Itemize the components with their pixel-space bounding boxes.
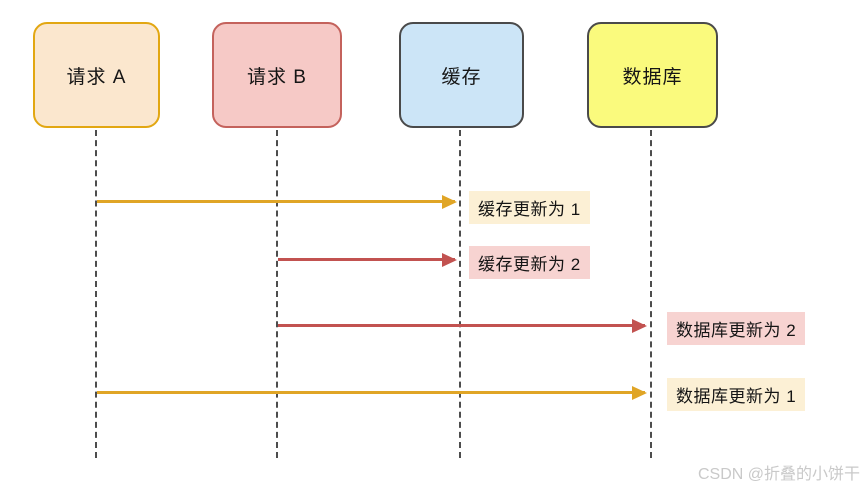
lifeline-request-b bbox=[276, 130, 278, 458]
actor-database: 数据库 bbox=[587, 22, 718, 128]
arrow-request-a-to-database bbox=[97, 391, 645, 394]
arrow-request-b-to-cache bbox=[278, 258, 455, 261]
actor-database-label: 数据库 bbox=[622, 66, 683, 88]
lifeline-request-a bbox=[95, 130, 97, 458]
arrow-request-a-to-cache bbox=[97, 200, 455, 203]
message-label-database-update-2: 数据库更新为 2 bbox=[667, 312, 806, 345]
lifeline-cache bbox=[459, 130, 461, 458]
actor-request-a: 请求 A bbox=[33, 22, 160, 128]
message-label-cache-update-1: 缓存更新为 1 bbox=[469, 191, 590, 224]
arrow-request-b-to-database bbox=[278, 324, 645, 327]
lifeline-database bbox=[650, 130, 652, 458]
message-label-database-update-1: 数据库更新为 1 bbox=[667, 378, 806, 411]
actor-request-b: 请求 B bbox=[212, 22, 342, 128]
actor-cache: 缓存 bbox=[399, 22, 524, 128]
actor-request-b-label: 请求 B bbox=[247, 66, 307, 88]
actor-cache-label: 缓存 bbox=[441, 66, 482, 88]
csdn-watermark: CSDN @折叠的小饼干 bbox=[697, 466, 860, 483]
actor-request-a-label: 请求 A bbox=[66, 66, 127, 88]
message-label-cache-update-2: 缓存更新为 2 bbox=[469, 246, 590, 279]
